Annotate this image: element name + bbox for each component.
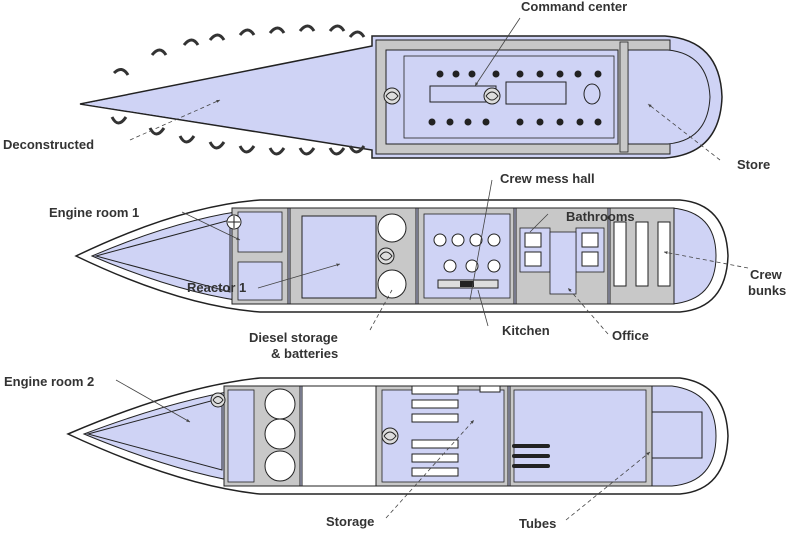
deck-1: [79, 17, 723, 161]
label-diesel-line2: & batteries: [271, 346, 339, 361]
label-deconstructed: Deconstructed: [3, 137, 95, 152]
tubes-room: [513, 389, 647, 483]
bunk-bed-icon: [613, 221, 671, 287]
label-tubes: Tubes: [519, 516, 557, 531]
ventilation-fan-icon: [226, 214, 242, 230]
torpedo-icon: [512, 444, 550, 468]
engine-room-2: [227, 389, 255, 483]
label-bathrooms: Bathrooms: [566, 209, 635, 224]
spiral-staircase-icon: [483, 87, 501, 105]
deconstructed-section: [84, 50, 368, 148]
round-table-icon: [433, 233, 501, 273]
label-engine-room-2: Engine room 2: [4, 374, 95, 389]
tank-icon: [377, 213, 407, 299]
label-command-center: Command center: [521, 0, 628, 14]
round-table-icon: [583, 83, 601, 105]
label-crew-bunks-line2: bunks: [748, 283, 787, 298]
label-kitchen: Kitchen: [502, 323, 550, 338]
store-room: [627, 49, 711, 145]
deck-2: [74, 179, 749, 335]
spiral-staircase-icon: [383, 87, 401, 105]
label-reactor-1: Reactor 1: [187, 280, 247, 295]
deck-3: [66, 377, 729, 521]
spiral-staircase-icon: [381, 427, 399, 445]
label-office: Office: [612, 328, 649, 343]
label-store: Store: [737, 157, 771, 172]
hull-ribs: [110, 24, 366, 156]
tank-icon: [264, 388, 296, 482]
label-storage: Storage: [326, 514, 375, 529]
label-crew-bunks-line1: Crew: [750, 267, 782, 282]
reactor-1: [301, 215, 377, 299]
toilet-icon: [524, 232, 599, 267]
chair-icon: [428, 70, 602, 126]
storage-shelf-icon: [411, 385, 501, 477]
engine-room-1: [237, 211, 283, 253]
label-engine-room-1: Engine room 1: [49, 205, 140, 220]
label-diesel-line1: Diesel storage: [249, 330, 338, 345]
spiral-staircase-icon: [377, 247, 395, 265]
office: [549, 231, 577, 295]
label-crew-mess-hall: Crew mess hall: [500, 171, 595, 186]
spiral-staircase-icon: [210, 392, 226, 408]
